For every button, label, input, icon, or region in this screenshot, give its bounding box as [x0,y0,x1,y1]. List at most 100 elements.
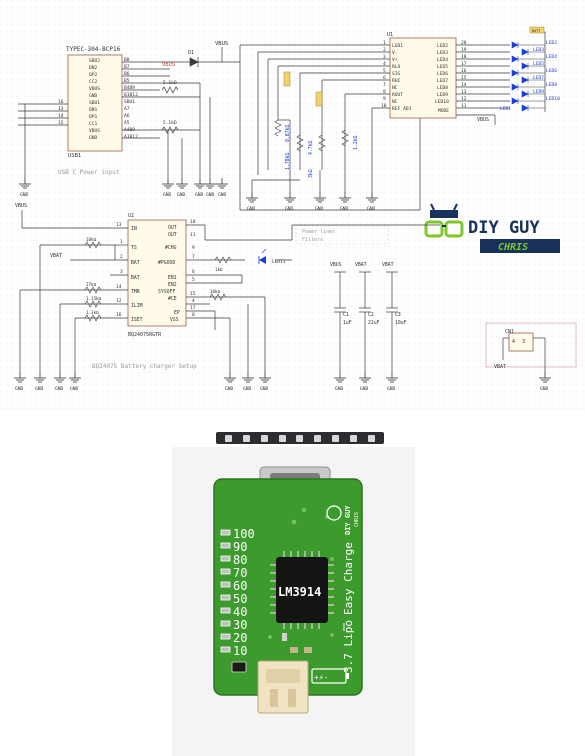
svg-text:4: 4 [383,61,386,67]
svg-text:60: 60 [233,579,247,593]
svg-text:ILIM: ILIM [131,303,143,309]
filter-labels: VBUS VBAT VBAT C1 1uF C2 22uF C3 10uF [330,262,407,326]
charger-pin-numbers: 13 1 2 3 14 12 16 10 11 9 7 6 5 15 4 17 … [116,219,196,318]
svg-text:15: 15 [461,75,467,81]
svg-text:10kΩ: 10kΩ [210,289,221,294]
batt-tag-1 [283,71,291,87]
view-top-button[interactable] [314,434,322,442]
svg-text:LED10: LED10 [546,96,560,102]
status-led-icon [258,248,267,264]
jst-battery-connector [257,660,309,714]
svg-text:B1B12: B1B12 [124,92,138,98]
schematic-canvas: TYPEC-304-BCP16 USB1 VBUS VBUS D1 5.1kΩ … [0,0,585,410]
svg-text:80: 80 [233,553,247,567]
svg-text:4: 4 [192,298,195,304]
svg-text:11: 11 [190,232,196,238]
svg-text:5: 5 [192,277,195,283]
svg-text:C3: C3 [395,312,401,318]
svg-text:6: 6 [192,269,195,275]
svg-text:LED7: LED7 [533,75,544,81]
svg-text:11: 11 [461,103,467,109]
svg-text:3kΩ: 3kΩ [308,169,314,178]
svg-text:15: 15 [190,291,196,297]
layers-button[interactable] [349,434,357,442]
percent-labels: 100 90 80 70 60 50 40 30 20 10 [233,527,255,658]
svg-text:BAT: BAT [131,275,140,281]
measure-tool-button[interactable] [331,434,339,442]
svg-text:B8: B8 [124,57,130,63]
3d-render-panel[interactable]: 100 90 80 70 60 50 40 30 20 10 LM3914 [172,447,415,756]
svg-text:GND: GND [35,386,44,392]
svg-text:CC2: CC2 [89,79,98,85]
svg-text:13: 13 [58,106,64,112]
svg-text:1.2kΩ: 1.2kΩ [353,135,359,150]
svg-text:9: 9 [192,245,195,251]
svg-text:REF ADJ: REF ADJ [392,106,412,112]
filters-note-box [295,225,389,245]
svg-text:LED9: LED9 [533,89,544,95]
view-front-button[interactable] [296,434,304,442]
gnd-labels-bottom: GND GND GND GND GND GND GND GND GND GND … [15,386,549,392]
svg-text:3: 3 [383,54,386,60]
usb-vbus-top-label: VBUS [215,41,228,47]
charger-section-note: BQ24075 Battery charger Setup [92,363,197,370]
svg-text:GND: GND [225,386,234,392]
cn1-pin-4: 4 [512,339,515,345]
glasses-icon [424,203,464,238]
logo-line-1: DIY GUY [468,218,540,238]
svg-text:#CE: #CE [168,296,177,302]
svg-text:10: 10 [190,219,196,225]
svg-text:GND: GND [335,386,344,392]
svg-text:GND: GND [387,386,396,392]
usb-c-block [18,47,240,178]
svg-text:GND: GND [315,206,324,212]
svg-text:GND: GND [206,192,215,198]
svg-text:RHI: RHI [392,78,401,84]
svg-text:16: 16 [116,312,122,318]
svg-text:7: 7 [192,254,195,260]
svg-text:TS: TS [131,245,137,251]
zoom-tool-button[interactable] [278,434,286,442]
svg-text:GND: GND [247,206,256,212]
svg-text:LED10: LED10 [435,99,449,105]
svg-text:SYSOFF: SYSOFF [158,289,175,295]
svg-text:2: 2 [383,47,386,53]
charger-resistors [84,241,232,322]
rotate-tool-button[interactable] [260,434,268,442]
svg-text:SIG: SIG [392,71,401,77]
svg-text:ROUT: ROUT [392,92,403,98]
svg-text:15: 15 [58,120,64,126]
svg-text:EP: EP [174,310,180,316]
cn1-ref: CN1 [505,329,514,335]
usb-resistor-2 [161,126,179,134]
charger-block [19,210,440,372]
svg-text:B5: B5 [124,78,130,84]
svg-text:17: 17 [461,61,467,67]
pcb-passives [231,633,312,673]
svg-text:VBUS: VBUS [330,262,342,268]
svg-text:7: 7 [383,82,386,88]
usb-r2-label: 5.1kΩ [163,120,177,126]
charger-part: BQ24075RGTR [128,332,162,338]
select-tool-button[interactable] [225,434,233,442]
svg-text:GND: GND [360,386,369,392]
divider-resistors [274,119,349,152]
svg-text:CC1: CC1 [89,121,98,127]
diy-guy-chris-logo: DIY GUY CHRIS [424,203,560,253]
svg-text:#CHG: #CHG [165,245,177,251]
svg-text:VBUS: VBUS [89,86,100,92]
filters-note-2: Filters [302,237,323,243]
svg-text:16: 16 [58,99,64,105]
svg-text:LED6: LED6 [437,71,448,77]
batt-tag-2 [315,91,323,107]
svg-text:A7: A7 [124,106,130,112]
svg-text:OUT: OUT [168,232,177,238]
svg-text:GND: GND [195,192,204,198]
lm3914-chip [270,551,334,629]
svg-text:GND: GND [540,386,549,392]
settings-button[interactable] [367,434,375,442]
svg-text:GND: GND [218,192,227,198]
pan-tool-button[interactable] [243,434,251,442]
svg-text:ISET: ISET [131,317,143,323]
svg-text:1: 1 [383,40,386,46]
